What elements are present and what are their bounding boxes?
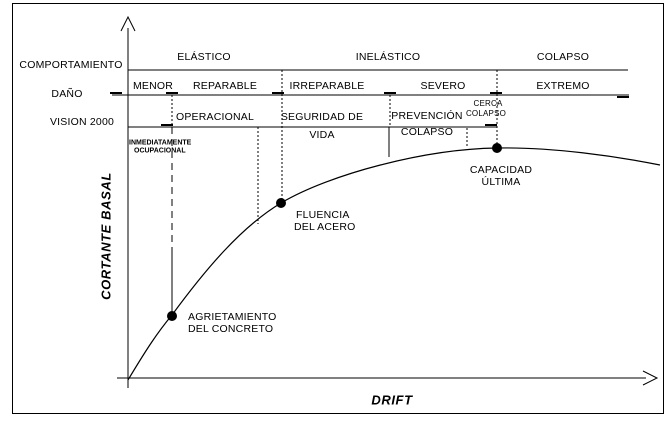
y-axis-arrow-icon [120, 15, 136, 32]
boundary-ticks [110, 92, 629, 126]
label-fluencia-line2: DEL ACERO [294, 220, 356, 233]
zone-seguridad-line1: SEGURIDAD DE [280, 110, 364, 123]
label-capacidad-line2: ÚLTIMA [481, 175, 521, 188]
zone-cerca-line2: COLAPSO [465, 109, 507, 118]
row-label-vision2000: VISION 2000 [49, 115, 115, 128]
zone-inelastico: INELÁSTICO [355, 50, 421, 63]
zone-seguridad-line2: VIDA [309, 128, 335, 141]
x-axis-title: DRIFT [371, 392, 413, 408]
zone-cerca-line1: CERCA [473, 99, 503, 108]
row-label-dano: DAÑO [51, 87, 83, 100]
zone-inmediatamente-line2: OCUPACIONAL [134, 147, 186, 155]
zone-prevencion-line2: COLAPSO [400, 125, 454, 138]
axis-arrowheads [120, 15, 659, 386]
dot-fluencia [276, 198, 286, 208]
zone-prevencion-line1: PREVENCIÓN [391, 109, 463, 122]
label-capacidad-line1: CAPACIDAD [469, 163, 533, 176]
curve-dots [167, 143, 502, 321]
capacity-curve [127, 147, 661, 381]
zone-severo: SEVERO [420, 79, 466, 92]
zone-inmediatamente-line1: INMEDIATAMENTE [129, 139, 192, 147]
zone-menor: MENOR [132, 79, 174, 92]
zone-irreparable: IRREPARABLE [289, 79, 365, 92]
label-agrietamiento-line1: AGRIETAMIENTO [188, 310, 277, 323]
guide-lines [171, 70, 498, 313]
zone-operacional: OPERACIONAL [175, 110, 255, 123]
zone-reparable: REPARABLE [192, 79, 258, 92]
dot-capacidad-ultima [492, 143, 502, 153]
y-axis-title: CORTANTE BASAL [98, 172, 114, 300]
band-lines [112, 69, 629, 128]
diagram-border [12, 3, 664, 414]
x-axis-arrow-icon [642, 370, 659, 386]
zone-colapso: COLAPSO [536, 50, 590, 63]
row-label-comportamiento: COMPORTAMIENTO [19, 58, 123, 71]
zone-elastico: ELÁSTICO [177, 50, 231, 63]
dot-agrietamiento [167, 311, 177, 321]
label-agrietamiento-line2: DEL CONCRETO [188, 322, 274, 335]
axes [117, 28, 646, 388]
label-fluencia-line1: FLUENCIA [296, 208, 350, 221]
zone-extremo: EXTREMO [536, 79, 590, 92]
